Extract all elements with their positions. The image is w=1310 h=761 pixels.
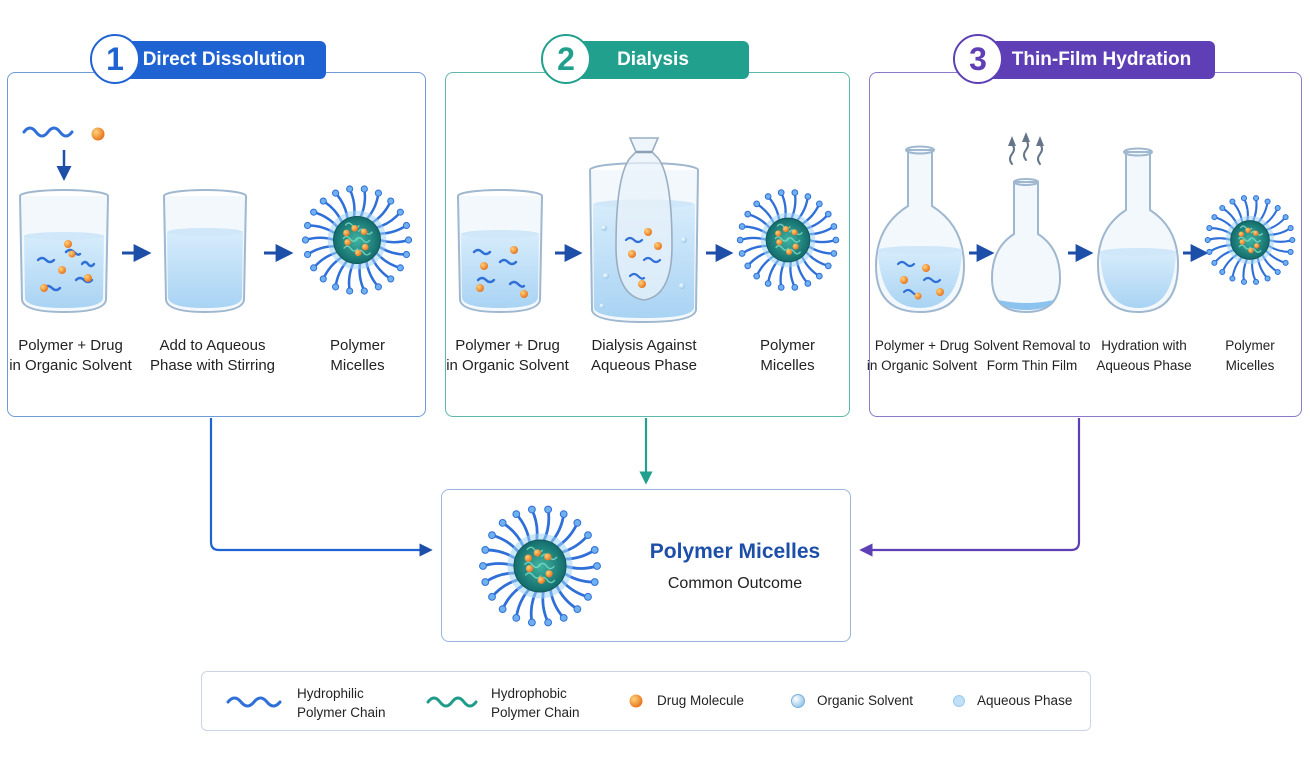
process-arrow-2a bbox=[555, 244, 583, 262]
legend-drug-label: Drug Molecule bbox=[657, 693, 745, 708]
hydrophobic-chain-icon bbox=[426, 696, 478, 708]
beaker-aqueous-icon bbox=[163, 189, 247, 314]
outcome-subtitle: Common Outcome bbox=[667, 575, 803, 592]
process-arrow-1b bbox=[264, 244, 294, 262]
method-2-number-badge: 2 bbox=[541, 34, 591, 84]
drug-molecule-icon bbox=[629, 694, 643, 708]
aqueous-phase-icon bbox=[953, 695, 965, 707]
outcome-micelle-icon bbox=[479, 505, 601, 627]
method-3-number-badge: 3 bbox=[953, 34, 1003, 84]
micelle-icon-3 bbox=[1204, 195, 1296, 285]
flask-aqueous-icon bbox=[1096, 147, 1180, 314]
legend bbox=[201, 671, 1091, 731]
drug-molecule-icon bbox=[91, 127, 105, 141]
method-1-number-badge: 1 bbox=[90, 34, 140, 84]
flask-organic-icon bbox=[874, 145, 966, 314]
beaker-organic-icon-2 bbox=[457, 189, 543, 314]
process-arrow-3a bbox=[969, 244, 995, 262]
outcome-title: Polymer Micelles bbox=[649, 540, 821, 563]
process-arrow-3b bbox=[1068, 244, 1094, 262]
flask-thin-film-icon bbox=[990, 132, 1062, 314]
beaker-organic-icon bbox=[19, 189, 109, 314]
connector-arrow-1 bbox=[209, 418, 433, 557]
micelle-icon-2 bbox=[736, 189, 840, 291]
connector-arrow-3 bbox=[859, 418, 1081, 557]
hydrophilic-chain-icon bbox=[226, 696, 282, 708]
method-3-title: Thin-Film Hydration bbox=[988, 41, 1215, 79]
organic-solvent-icon bbox=[791, 694, 805, 708]
micelle-icon-1 bbox=[301, 185, 413, 295]
polymer-chain-icon bbox=[22, 126, 105, 181]
legend-organic-label: Organic Solvent bbox=[817, 693, 914, 708]
legend-aqueous-label: Aqueous Phase bbox=[977, 693, 1073, 708]
process-arrow-1a bbox=[122, 244, 152, 262]
dialysis-beaker-icon bbox=[589, 137, 699, 324]
process-arrow-3c bbox=[1183, 244, 1209, 262]
method-1-title: Direct Dissolution bbox=[122, 41, 326, 79]
process-arrow-2b bbox=[706, 244, 734, 262]
